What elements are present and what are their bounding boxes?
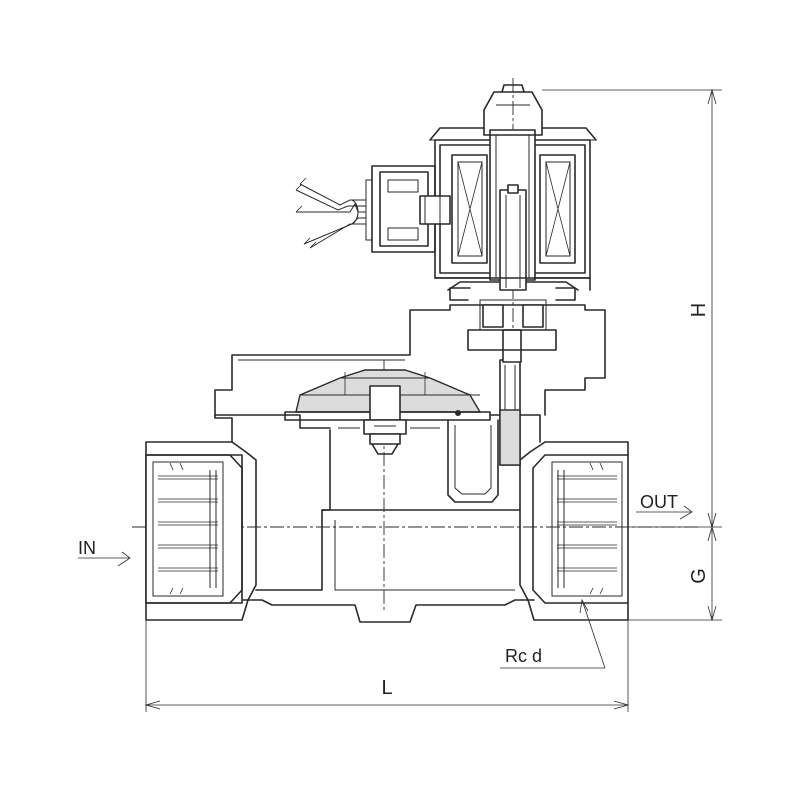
outlet-leader xyxy=(636,505,693,520)
diaphragm-assembly xyxy=(284,369,491,455)
dimension-h-label: H xyxy=(688,303,710,317)
solenoid-coil xyxy=(429,84,597,291)
outlet-label: OUT xyxy=(640,492,678,512)
cable-connector xyxy=(365,165,451,253)
dimension-l xyxy=(144,620,630,712)
thread-label: Rc d xyxy=(505,646,542,666)
lead-wires xyxy=(295,177,366,249)
outlet-port xyxy=(532,454,629,604)
dimension-g xyxy=(628,525,722,622)
inlet-leader xyxy=(78,551,131,567)
pilot-plunger xyxy=(447,281,579,466)
dimension-g-label: G xyxy=(688,568,710,584)
valve-body xyxy=(145,304,629,623)
dimension-h xyxy=(542,88,722,529)
thread-leader xyxy=(500,598,606,669)
inlet-label: IN xyxy=(78,538,96,558)
inlet-port xyxy=(145,454,243,604)
dimension-l-label: L xyxy=(381,677,392,699)
